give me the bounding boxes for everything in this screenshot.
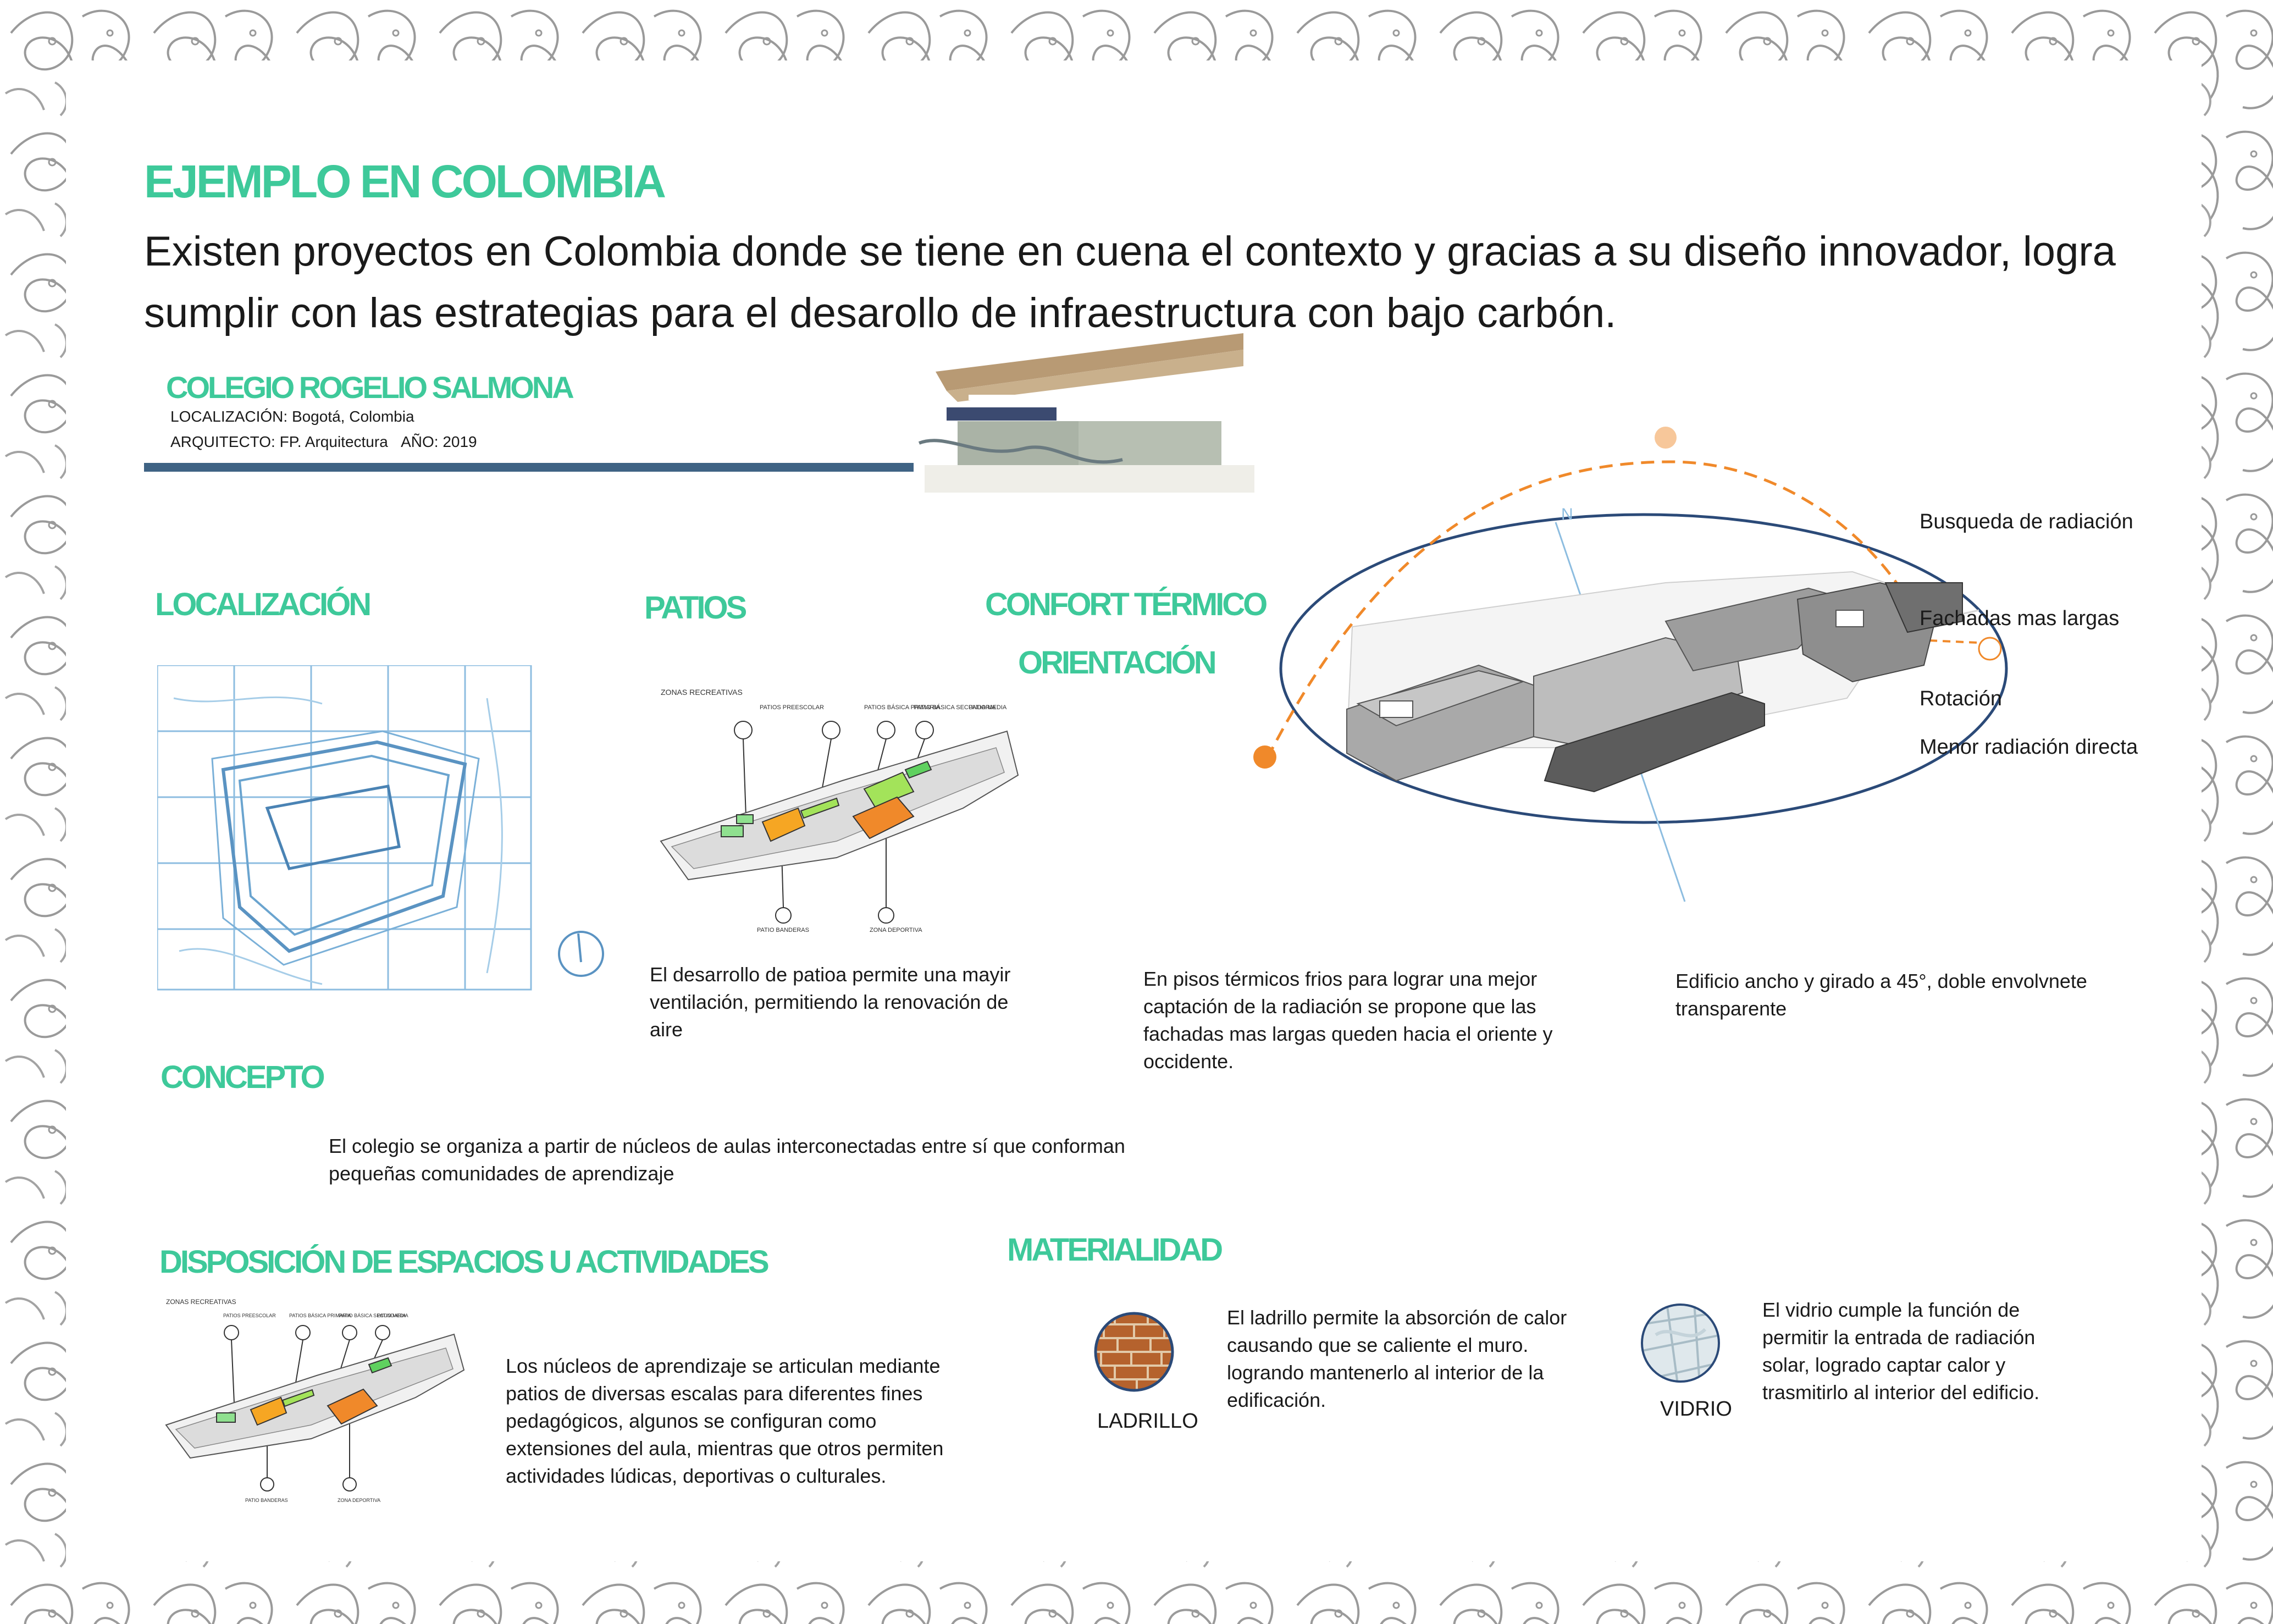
label-zonas: ZONAS RECREATIVAS [661, 688, 743, 697]
label-primaria-2: PATIOS BÁSICA PRIMARIA [289, 1313, 351, 1318]
building-photo [914, 333, 1254, 493]
label-banderas: PATIO BANDERAS [757, 927, 809, 933]
north-compass-icon [558, 931, 604, 977]
label-preescolar-2: PATIOS PREESCOLAR [223, 1313, 276, 1318]
label-secundaria: PATIO BÁSICA SECUNDARIA [914, 704, 996, 711]
section-orientacion: ORIENTACIÓN [1018, 645, 1217, 681]
location-map [157, 665, 532, 991]
label-deportiva-2: ZONA DEPORTIVA [338, 1498, 380, 1503]
patios-text: El desarrollo de patioa permite una mayi… [650, 963, 1011, 1041]
orient-label-2: Fachadas mas largas [1920, 607, 2120, 630]
orient-label-1: Busqueda de radiación [1920, 510, 2133, 533]
section-materialidad: MATERIALIDAD [1007, 1232, 1223, 1268]
label-banderas-2: PATIO BANDERAS [245, 1498, 288, 1503]
orient-label-4: Menor radiación directa [1920, 736, 2138, 759]
disposicion-diagram: ZONAS RECREATIVAS PATIOS PREESCOLAR PATI… [165, 1298, 465, 1503]
section-localizacion: LOCALIZACIÓN [155, 587, 372, 622]
material-vidrio: VIDRIO [1660, 1397, 1732, 1421]
label-media: PATIO MEDIA [969, 704, 1007, 711]
section-concepto: CONCEPTO [161, 1059, 325, 1095]
label-preescolar: PATIOS PREESCOLAR [760, 704, 824, 711]
title-bar [144, 463, 925, 472]
label-secundaria-2: PATIO BÁSICA SECUNDARIA [339, 1313, 406, 1318]
material-ladrillo: LADRILLO [1097, 1410, 1198, 1433]
intro-paragraph: Existen proyectos en Colombia donde se t… [144, 228, 2116, 336]
section-patios: PATIOS [644, 590, 747, 626]
disposicion-text: Los núcleos de aprendizaje se articulan … [506, 1355, 944, 1487]
label-deportiva: ZONA DEPORTIVA [870, 927, 922, 933]
year-text: AÑO: 2019 [401, 433, 477, 450]
project-name: COLEGIO ROGELIO SALMONA [166, 370, 574, 405]
project-architect: ARQUITECTO: FP. Arquitectura AÑO: 2019 [170, 429, 477, 455]
patios-diagram: ZONAS RECREATIVAS PATIOS PREESCOLAR PATI… [660, 688, 1019, 933]
architect-text: ARQUITECTO: FP. Arquitectura [170, 433, 388, 450]
label-media-2: PATIO MEDIA [377, 1313, 408, 1318]
ladrillo-text: El ladrillo permite la absorción de calo… [1227, 1306, 1567, 1411]
label-zonas-2: ZONAS RECREATIVAS [166, 1298, 236, 1306]
section-disposicion: DISPOSICIÓN DE ESPACIOS U ACTIVIDADES [159, 1244, 770, 1280]
orient-label-3: Rotación [1920, 687, 2002, 710]
page-title: EJEMPLO EN COLOMBIA [144, 156, 666, 207]
concepto-text: El colegio se organiza a partir de núcle… [329, 1135, 1125, 1185]
vidrio-text: El vidrio cumple la función de permitir … [1762, 1299, 2040, 1404]
edificio-text: Edificio ancho y girado a 45°, doble env… [1675, 970, 2087, 1020]
glass-icon [1641, 1303, 1720, 1383]
north-label: N [1561, 505, 1573, 523]
orientation-diagram: N [1253, 427, 2008, 902]
label-primaria: PATIOS BÁSICA PRIMARIA [864, 704, 940, 711]
project-location: LOCALIZACIÓN: Bogotá, Colombia [170, 408, 414, 425]
confort-text: En pisos térmicos frios para lograr una … [1143, 968, 1553, 1073]
section-confort: CONFORT TÉRMICO [985, 587, 1268, 622]
brick-icon [1094, 1312, 1174, 1392]
